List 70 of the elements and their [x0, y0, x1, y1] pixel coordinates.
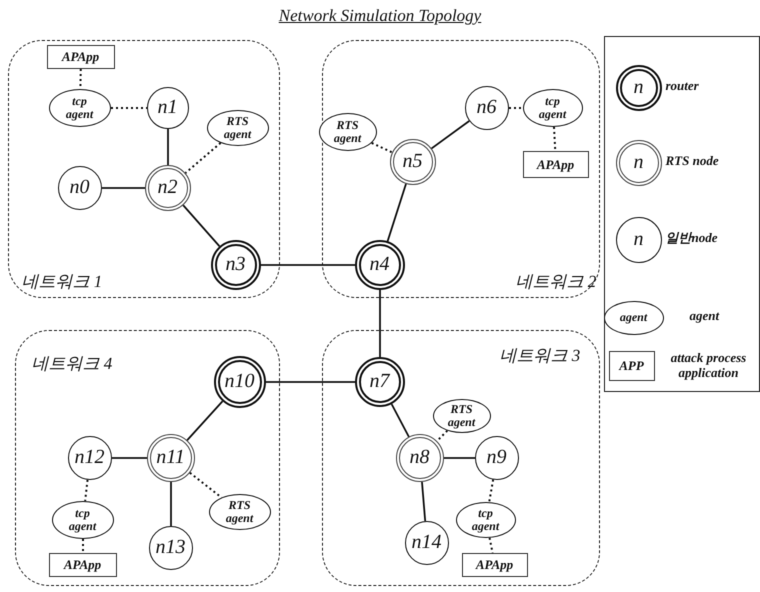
agent-ellipse: tcp agent: [52, 500, 114, 538]
rts-node: n11: [146, 434, 194, 482]
agent-ellipse: tcp agent: [522, 88, 582, 126]
router-node: n7: [354, 356, 404, 406]
dotted-link: [488, 479, 494, 502]
host-node: n13: [148, 526, 192, 570]
host-node: n14: [404, 520, 448, 564]
agent-ellipse: RTS agent: [208, 494, 270, 530]
legend-text: RTS node: [666, 152, 719, 168]
link-line: [421, 482, 426, 522]
app-box: APApp: [522, 151, 588, 178]
link-line: [170, 482, 172, 526]
host-node: n12: [68, 436, 112, 480]
link-line: [112, 457, 147, 459]
link-line: [186, 400, 224, 441]
legend-text: router: [666, 78, 699, 94]
host-node: n9: [474, 436, 518, 480]
app-box: APApp: [46, 44, 114, 68]
router-node: n3: [210, 240, 260, 290]
dotted-link: [509, 107, 523, 109]
app-symbol: APP: [608, 350, 654, 380]
app-box: APApp: [462, 552, 528, 576]
link-line: [167, 129, 169, 165]
rts-node-symbol: n: [616, 140, 662, 186]
legend-text: attack process application: [670, 350, 748, 381]
dotted-link: [553, 126, 556, 152]
legend-text: 일반node: [666, 230, 718, 246]
agent-symbol: agent: [604, 300, 664, 334]
network-region: [322, 330, 600, 586]
host-node: n1: [146, 86, 188, 128]
dotted-link: [436, 430, 448, 442]
agent-ellipse: RTS agent: [318, 112, 376, 150]
network-region: [15, 330, 280, 586]
dotted-link: [488, 538, 494, 554]
network-label: 네트워크 4: [32, 352, 112, 374]
router-node: n10: [214, 356, 266, 408]
network-label: 네트워크 1: [22, 270, 102, 292]
link-line: [266, 381, 355, 383]
link-line: [390, 404, 410, 438]
link-line: [379, 290, 381, 357]
agent-ellipse: tcp agent: [456, 502, 516, 538]
dotted-link: [84, 480, 89, 502]
rts-node: n2: [144, 164, 190, 210]
agent-ellipse: RTS agent: [432, 398, 490, 432]
rts-node: n8: [396, 434, 444, 482]
network-region: [8, 40, 280, 298]
router-symbol: n: [616, 64, 662, 110]
dotted-link: [189, 472, 222, 498]
agent-ellipse: tcp agent: [48, 88, 110, 126]
link-line: [386, 184, 407, 242]
network-label: 네트워크 2: [516, 270, 596, 292]
link-line: [182, 204, 220, 247]
dotted-link: [82, 539, 84, 553]
dotted-link: [184, 142, 222, 174]
network-region: [322, 40, 600, 298]
link-line: [431, 120, 470, 150]
router-node: n4: [354, 240, 404, 290]
title: Network Simulation Topology: [278, 6, 482, 26]
host-node: n6: [464, 86, 508, 130]
host-node: n0: [58, 166, 102, 210]
link-line: [102, 187, 145, 189]
app-box: APApp: [48, 552, 116, 576]
dotted-link: [371, 142, 393, 154]
link-line: [444, 457, 475, 459]
rts-node: n5: [390, 138, 436, 184]
link-line: [261, 264, 355, 266]
network-label: 네트워크 3: [500, 344, 580, 366]
legend-text: agent: [690, 308, 720, 324]
host-symbol: n: [616, 216, 662, 262]
agent-ellipse: RTS agent: [206, 110, 268, 146]
